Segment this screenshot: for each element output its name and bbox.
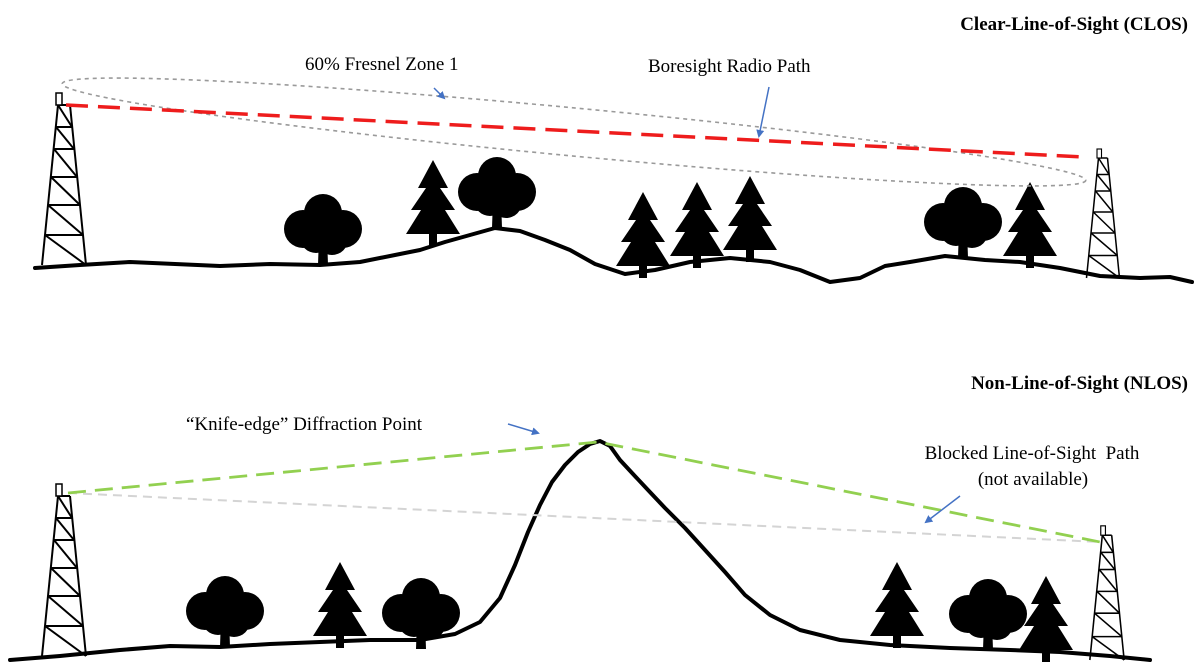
clos-terrain — [33, 226, 1194, 284]
pine-tree — [723, 176, 777, 262]
left-tower — [41, 92, 87, 266]
boresight-radio-path — [65, 103, 1085, 159]
pine-tree — [313, 562, 367, 648]
blocked-label-line2: (not available) — [978, 469, 1088, 490]
boresight-label: Boresight Radio Path — [648, 56, 811, 77]
left-tower — [41, 483, 87, 657]
round-tree — [284, 194, 362, 265]
blocked-label-line1: Blocked Line-of-Sight Path — [925, 443, 1140, 464]
boresight-arrow — [756, 86, 770, 138]
pine-tree — [670, 182, 724, 268]
round-tree — [186, 576, 264, 647]
round-tree — [949, 579, 1027, 650]
nlos-panel: Non-Line-of-Sight (NLOS) “Knife-edge” Di… — [8, 373, 1188, 662]
pine-tree — [1003, 182, 1057, 268]
clos-title: Clear-Line-of-Sight (CLOS) — [960, 14, 1188, 35]
blocked-los-path — [67, 492, 1101, 543]
round-tree — [924, 187, 1002, 258]
right-tower — [1085, 148, 1121, 279]
pine-tree — [406, 160, 460, 246]
fresnel-arrow — [433, 87, 446, 100]
blocked-arrow — [924, 495, 961, 524]
pine-tree — [870, 562, 924, 648]
knife-edge-arrow — [507, 423, 540, 436]
fresnel-zone-ellipse — [61, 77, 1087, 187]
pine-tree — [616, 192, 670, 278]
right-tower — [1089, 525, 1125, 661]
clos-panel: Clear-Line-of-Sight (CLOS) 60% Fresnel Z… — [33, 14, 1194, 284]
knife-edge-label: “Knife-edge” Diffraction Point — [186, 414, 423, 435]
pine-tree — [1019, 576, 1073, 662]
nlos-title: Non-Line-of-Sight (NLOS) — [971, 373, 1188, 394]
round-tree — [458, 157, 536, 228]
diffraction-path — [67, 440, 1101, 544]
fresnel-zone-label: 60% Fresnel Zone 1 — [305, 54, 459, 75]
